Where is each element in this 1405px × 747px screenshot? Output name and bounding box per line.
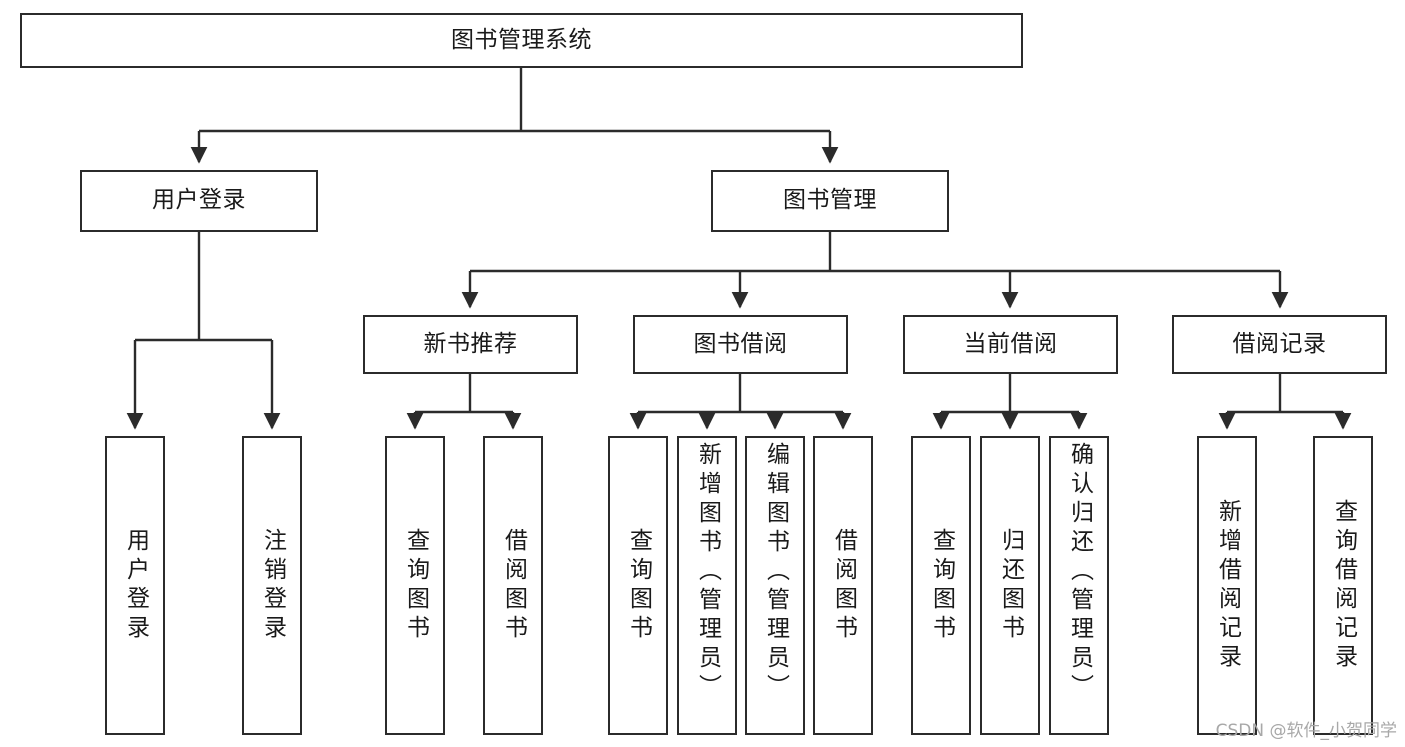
node-user-login[interactable]: 用户登录 (80, 170, 318, 232)
node-label: 新增借阅记录 (1214, 498, 1241, 673)
node-label: 图书借阅 (693, 330, 788, 357)
leaf-edit-book-admin[interactable]: 编辑图书（管理员） (745, 436, 805, 735)
leaf-add-borrow-record[interactable]: 新增借阅记录 (1197, 436, 1257, 735)
node-book-management[interactable]: 图书管理 (711, 170, 949, 232)
node-label: 图书管理系统 (451, 26, 592, 53)
leaf-query-book-recommend[interactable]: 查询图书 (385, 436, 445, 735)
node-label: 确认归还（管理员） (1066, 442, 1093, 703)
leaf-query-borrow-record[interactable]: 查询借阅记录 (1313, 436, 1373, 735)
node-label: 编辑图书（管理员） (762, 442, 789, 703)
node-label: 归还图书 (997, 527, 1024, 644)
node-label: 图书管理 (783, 187, 877, 214)
leaf-user-login[interactable]: 用户登录 (105, 436, 165, 735)
node-label: 查询图书 (625, 527, 652, 644)
node-current-borrow[interactable]: 当前借阅 (903, 315, 1118, 374)
leaf-logout[interactable]: 注销登录 (242, 436, 302, 735)
node-label: 查询图书 (928, 527, 955, 644)
node-label: 查询借阅记录 (1330, 498, 1357, 673)
leaf-query-book-borrow[interactable]: 查询图书 (608, 436, 668, 735)
node-label: 用户登录 (122, 527, 149, 644)
node-label: 借阅图书 (500, 527, 527, 644)
node-label: 注销登录 (259, 527, 286, 644)
leaf-query-book-current[interactable]: 查询图书 (911, 436, 971, 735)
node-new-book-recommend[interactable]: 新书推荐 (363, 315, 578, 374)
node-label: 借阅记录 (1232, 330, 1327, 357)
node-label: 新书推荐 (423, 330, 518, 357)
leaf-add-book-admin[interactable]: 新增图书（管理员） (677, 436, 737, 735)
node-borrow-record[interactable]: 借阅记录 (1172, 315, 1387, 374)
node-root-system[interactable]: 图书管理系统 (20, 13, 1023, 68)
node-label: 借阅图书 (830, 527, 857, 644)
leaf-borrow-book-recommend[interactable]: 借阅图书 (483, 436, 543, 735)
node-label: 查询图书 (402, 527, 429, 644)
leaf-borrow-book[interactable]: 借阅图书 (813, 436, 873, 735)
leaf-return-book[interactable]: 归还图书 (980, 436, 1040, 735)
node-book-borrow[interactable]: 图书借阅 (633, 315, 848, 374)
node-label: 当前借阅 (963, 330, 1058, 357)
watermark-text: CSDN @软件_小贺同学 (1215, 721, 1397, 741)
leaf-confirm-return-admin[interactable]: 确认归还（管理员） (1049, 436, 1109, 735)
node-label: 用户登录 (152, 187, 246, 214)
node-label: 新增图书（管理员） (694, 442, 721, 703)
